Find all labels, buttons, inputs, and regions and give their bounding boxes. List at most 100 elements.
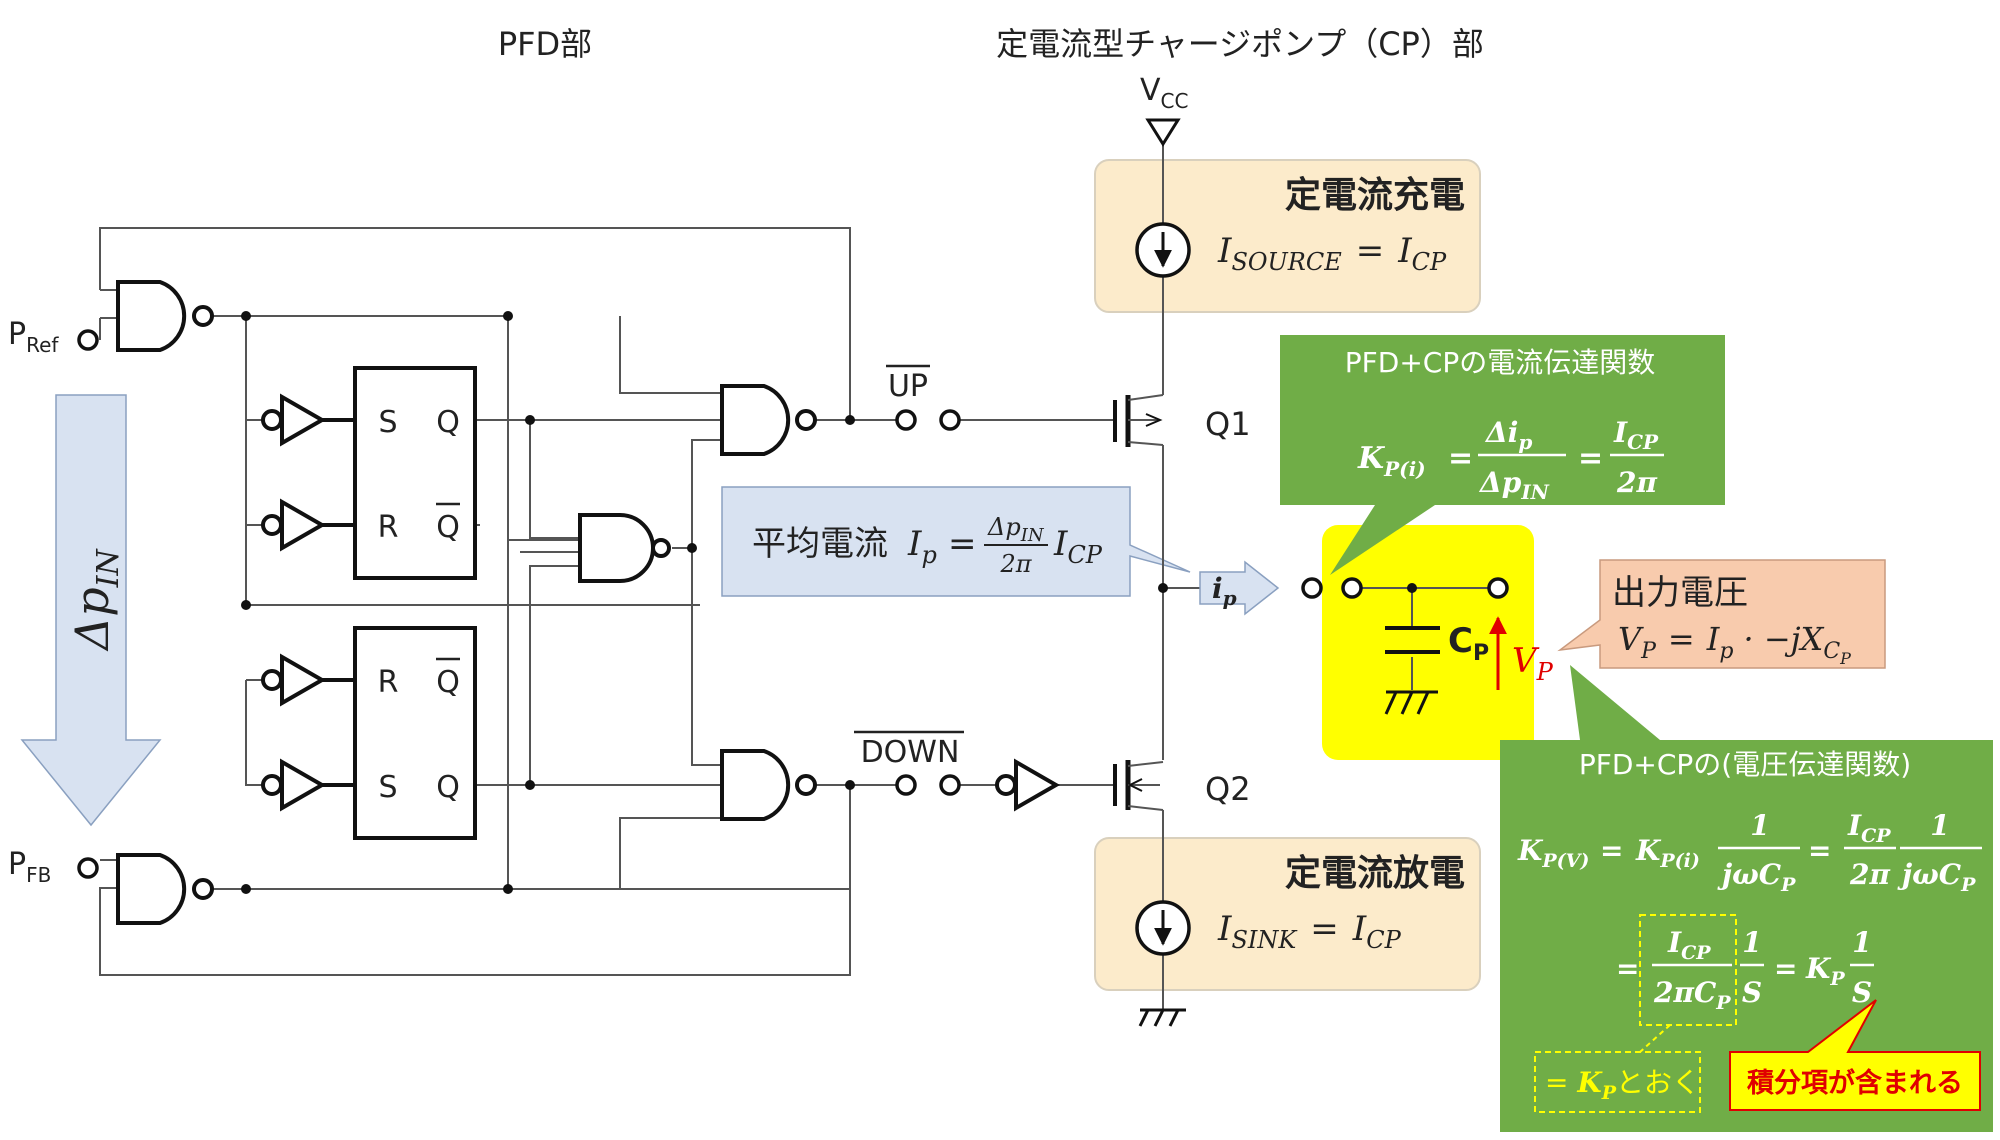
flipflop-top — [353, 366, 477, 580]
voltage-tf-one4: 1 — [1852, 926, 1871, 959]
terminal-up-a — [895, 409, 917, 431]
note-integral-text: 積分項が含まれる — [1747, 1067, 1963, 1099]
terminal-down-b — [939, 774, 961, 796]
avg-current-num: ΔpIN — [987, 513, 1045, 546]
ff-bottom-qbar: Q — [436, 665, 460, 700]
pfb-label: PFB — [8, 847, 51, 887]
ff-top-q: Q — [436, 405, 460, 440]
inverter-top-r — [261, 498, 355, 552]
avg-current-label: 平均電流 — [752, 524, 888, 564]
output-voltage-formula: VP=Ip· −jXCP — [1618, 620, 1851, 668]
ff-top-s: S — [378, 405, 397, 440]
voltage-tf-icp2: ICP — [1667, 926, 1711, 964]
delta-p-arrow — [20, 394, 162, 827]
discharge-box-formula: ISINK=ICP — [1217, 909, 1402, 954]
current-source-discharge — [1135, 900, 1191, 956]
current-tf-num2: ICP — [1613, 416, 1659, 454]
cp-heading: 定電流型チャージポンプ（CP）部 — [996, 25, 1484, 63]
output-voltage-callout — [1557, 559, 1886, 669]
avg-current-ip: Ip — [907, 524, 937, 569]
capacitor-label: CP — [1448, 621, 1489, 666]
voltage-tf-icp1: ICP — [1847, 809, 1891, 847]
nand-gate-down — [720, 749, 817, 821]
down-label: DOWN — [861, 735, 960, 770]
terminal-up-b — [939, 409, 961, 431]
kp-highlight — [1639, 914, 1737, 1026]
voltage-tf-eq2: = — [1808, 834, 1831, 867]
current-tf-num1: Δip — [1484, 416, 1532, 454]
ip-label: ip — [1212, 572, 1237, 610]
nand-gate-fb — [116, 853, 214, 925]
current-tf-title: PFD+CPの電流伝達関数 — [1345, 346, 1655, 379]
avg-current-eq: = — [948, 524, 977, 564]
avg-current-callout — [721, 486, 1191, 597]
q2-label: Q2 — [1205, 770, 1251, 808]
voltage-tf-callout — [1500, 665, 1993, 1132]
inverter-bottom-r — [261, 653, 355, 707]
voltage-tf-kp: KP — [1805, 952, 1845, 990]
avg-current-den: 2π — [999, 550, 1032, 578]
flipflop-bottom — [353, 626, 477, 840]
vcc-symbol — [1145, 118, 1181, 147]
avg-current-icp: ICP — [1053, 524, 1103, 569]
charge-box-title: 定電流充電 — [1285, 175, 1465, 216]
voltage-tf-twopi: 2π — [1849, 858, 1890, 891]
capacitor-panel — [1322, 525, 1534, 760]
voltage-tf-one3: 1 — [1742, 926, 1761, 959]
current-tf-den2: 2π — [1616, 466, 1657, 499]
note-kp-text: = KPとおく — [1545, 1066, 1700, 1104]
current-source-charge — [1135, 222, 1191, 278]
charge-box-formula: ISOURCE=ICP — [1217, 231, 1447, 276]
voltage-tf-eq1: = — [1600, 834, 1623, 867]
current-tf-den1: ΔpIN — [1478, 466, 1550, 504]
transistor-q2 — [1113, 760, 1164, 811]
terminal-pref — [77, 329, 99, 351]
voltage-tf-jwc2: jωCP — [1897, 858, 1976, 896]
voltage-tf-k: KP(V) — [1517, 834, 1589, 872]
ff-bottom-q: Q — [436, 770, 460, 805]
nand-gate-up — [720, 384, 817, 456]
ip-arrow — [1199, 560, 1280, 616]
vp-label: VP — [1512, 641, 1554, 686]
q1-label: Q1 — [1205, 405, 1251, 443]
voltage-tf-s1: S — [1742, 976, 1762, 1009]
voltage-tf-eq4: = — [1774, 952, 1797, 985]
inverter-top-s — [261, 393, 355, 447]
voltage-tf-one1: 1 — [1750, 809, 1769, 842]
charge-box — [1094, 159, 1481, 313]
voltage-tf-k2: KP(i) — [1635, 834, 1700, 872]
discharge-box-title: 定電流放電 — [1285, 853, 1465, 894]
ff-top-qbar: Q — [436, 510, 460, 545]
inverter-down — [995, 758, 1061, 812]
current-tf-eq2: = — [1578, 441, 1603, 476]
pfd-heading: PFD部 — [498, 25, 592, 63]
capacitor-cp — [1385, 626, 1440, 654]
vcc-label: VCC — [1140, 73, 1188, 113]
voltage-tf-eq3: = — [1616, 952, 1639, 985]
nand-gate-reset — [578, 513, 671, 583]
transistor-q1 — [1113, 394, 1164, 447]
delta-p-label: ΔpIN — [65, 547, 126, 652]
voltage-tf-jwc1: jωCP — [1717, 858, 1796, 896]
inverter-bottom-s — [261, 758, 355, 812]
ff-bottom-s: S — [378, 770, 397, 805]
terminal-cp-a — [1301, 577, 1323, 599]
voltage-tf-s2: S — [1852, 976, 1872, 1009]
voltage-tf-title: PFD+CPの(電圧伝達関数) — [1579, 748, 1911, 781]
terminal-cp-b — [1341, 577, 1363, 599]
nand-gate-ref — [116, 280, 214, 352]
terminal-down-a — [895, 774, 917, 796]
ground-cp — [1138, 1008, 1186, 1027]
pref-label: PRef — [8, 317, 59, 357]
note-kp-box — [1534, 1051, 1701, 1113]
ff-top-r: R — [378, 510, 399, 545]
ff-bottom-r: R — [378, 665, 399, 700]
voltage-tf-twopic: 2πCP — [1653, 976, 1731, 1014]
current-tf-eq1: = — [1448, 441, 1473, 476]
terminal-vp-out — [1487, 577, 1509, 599]
output-voltage-title: 出力電圧 — [1612, 573, 1748, 613]
discharge-box — [1094, 837, 1481, 991]
note-integral-box — [1729, 999, 1981, 1111]
voltage-tf-one2: 1 — [1930, 809, 1949, 842]
